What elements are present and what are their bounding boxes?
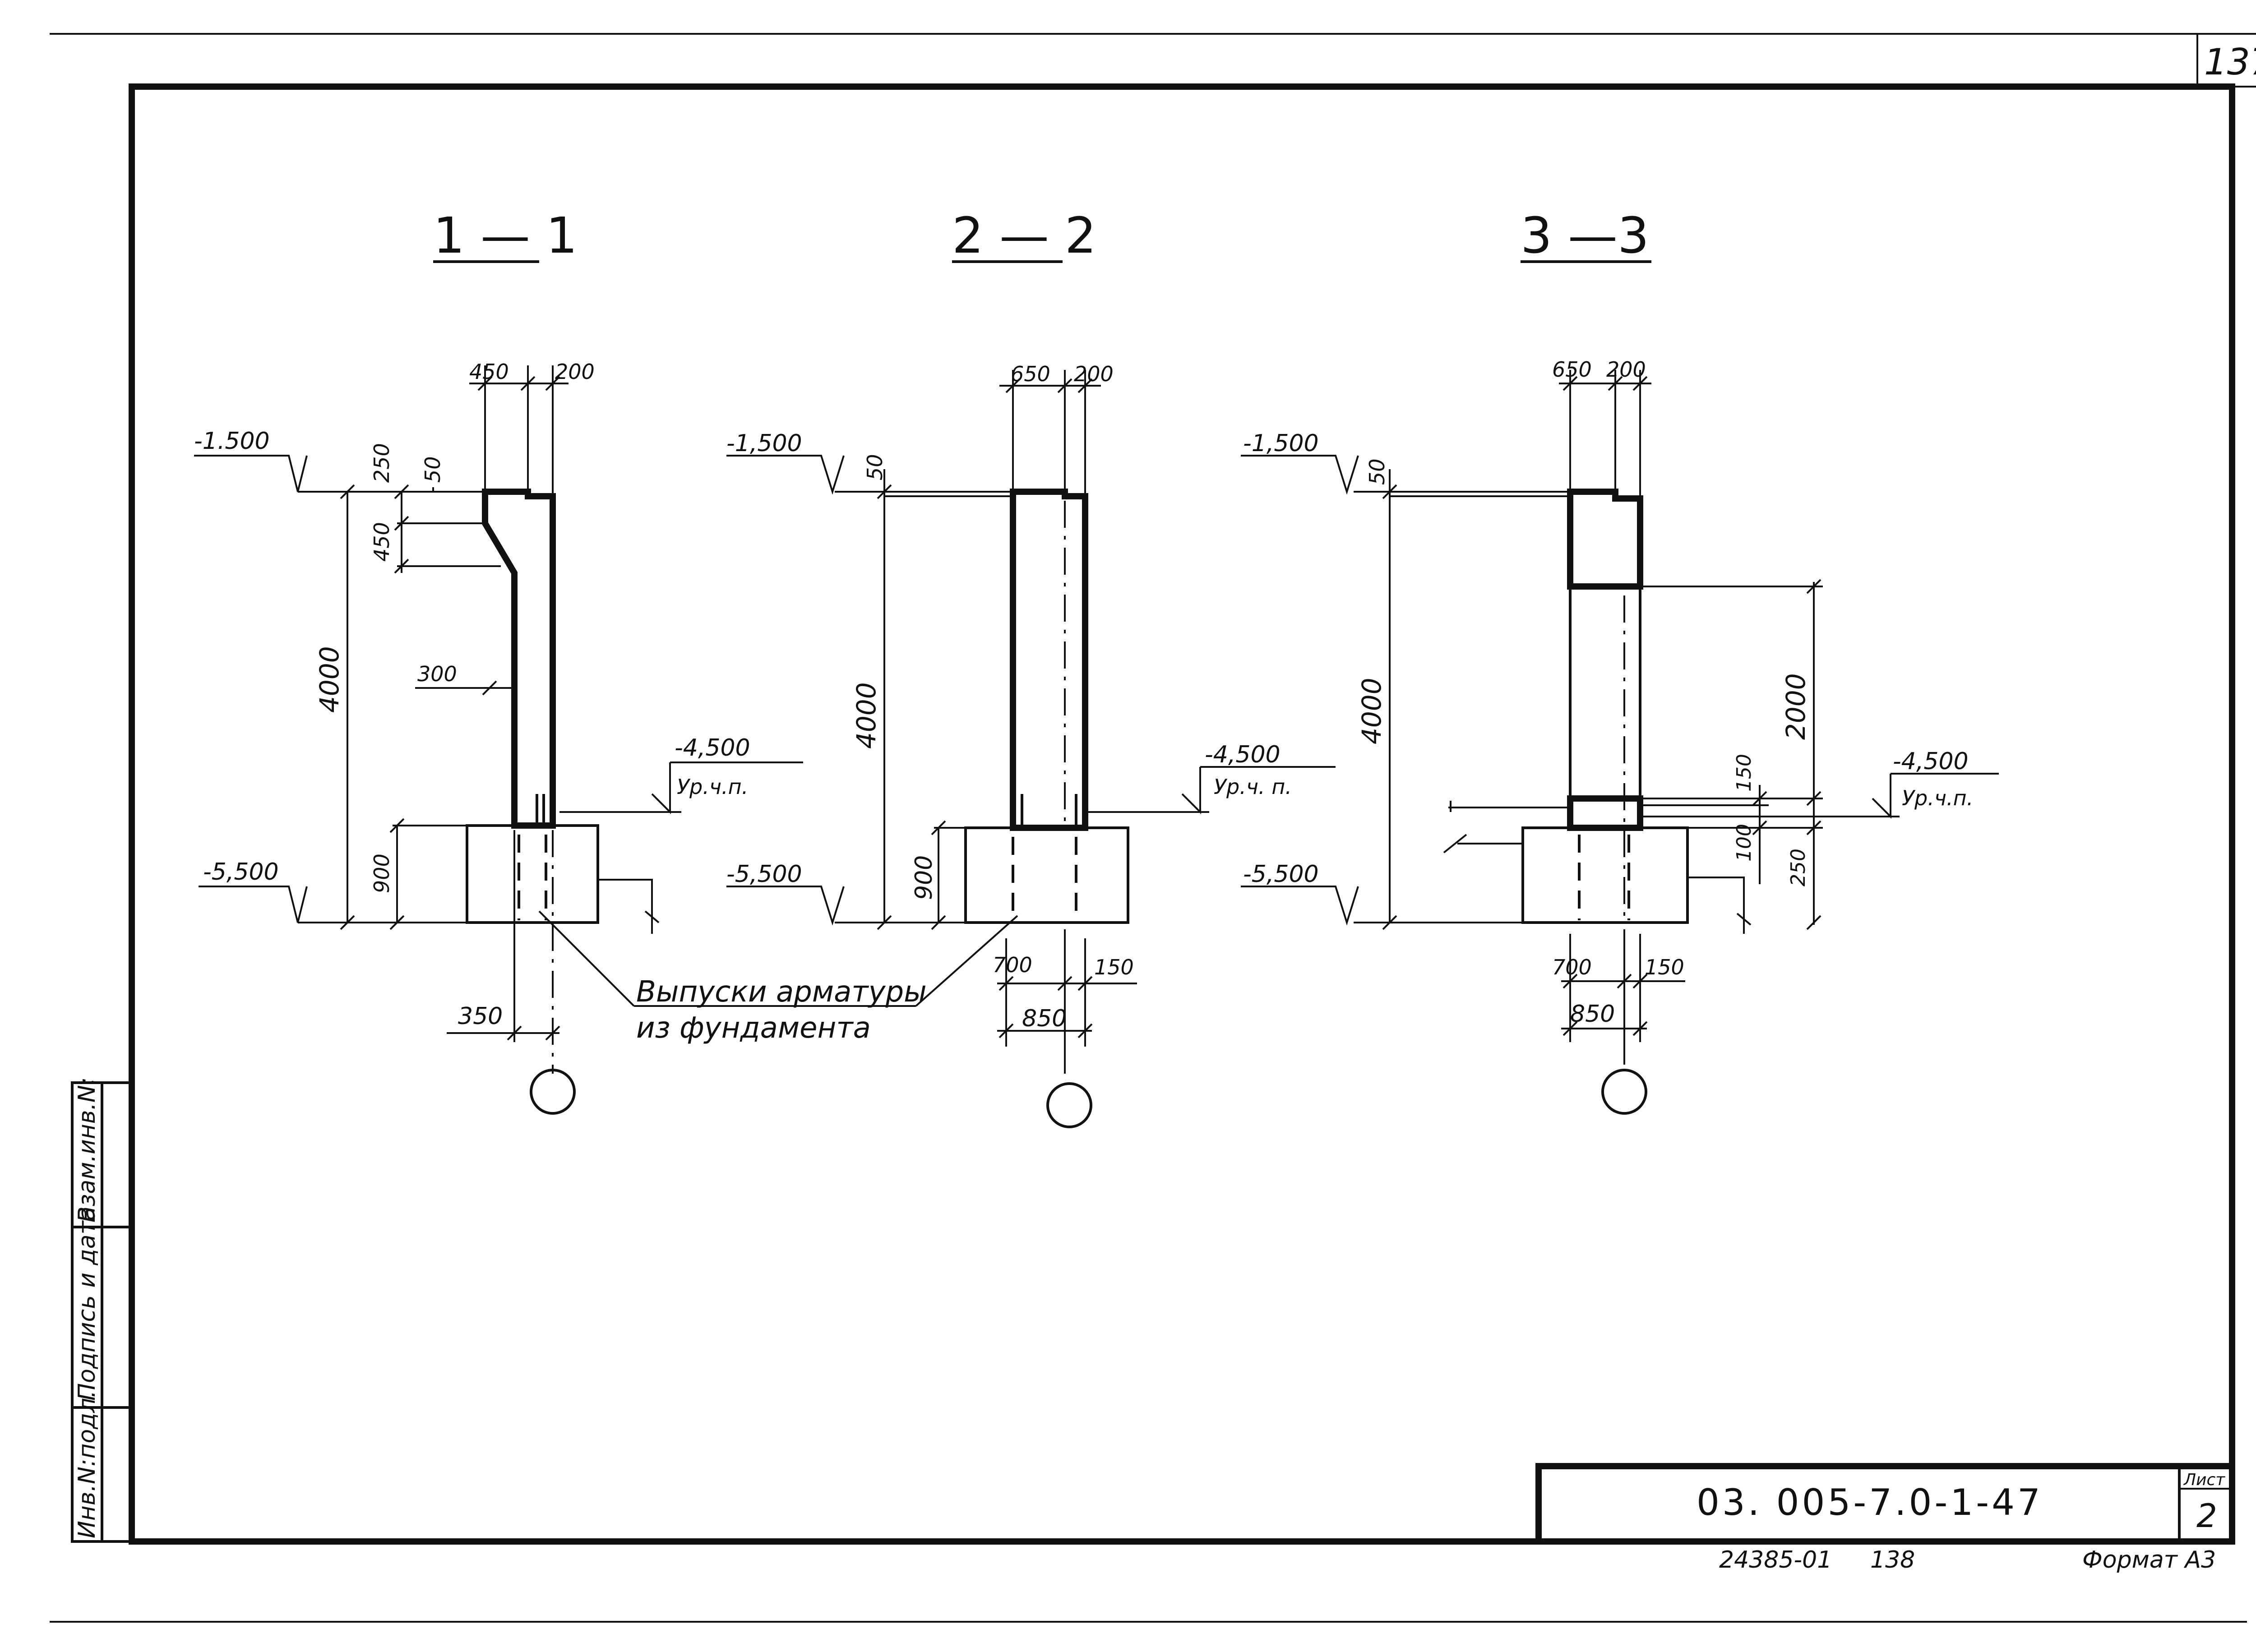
s1-dim-top-left: 450 [469, 360, 509, 384]
s2-dim-850: 850 [1022, 1005, 1067, 1032]
sheet-frame [50, 33, 2256, 1623]
stamp-inv-podl: Инв.N:подл. [74, 1390, 101, 1538]
s3-dim-850: 850 [1570, 1001, 1615, 1028]
s1-dim-top-right: 200 [555, 360, 595, 384]
archive-page: 138 [1870, 1546, 1915, 1574]
s1-dim-4000: 4000 [314, 646, 345, 713]
s1-elev-top: -1.500 [194, 428, 270, 455]
stamp-podpis-data: Подпись и дата [74, 1206, 101, 1401]
s1-dim-900: 900 [370, 854, 394, 893]
section-1-title: 1 — 1 [433, 207, 578, 264]
s2-dim-150: 150 [1094, 955, 1134, 979]
s3-elev-bottom: -5,500 [1243, 861, 1319, 888]
side-stamp [71, 1081, 133, 1543]
s3-dim-top-right: 200 [1606, 357, 1646, 382]
doc-code: 03. 005-7.0-1-47 [1697, 1481, 2043, 1523]
s1-dim-450: 450 [370, 522, 394, 562]
s3-dim-2000: 2000 [1780, 673, 1811, 740]
callout-line2: из фундамента [636, 1011, 871, 1045]
s2-dim-900: 900 [911, 855, 938, 900]
section-2-drawing: 2 — 2 [726, 207, 1336, 1128]
s2-elev-floor: -4,500 [1205, 741, 1281, 768]
s1-floor-label: Ур.ч.п. [677, 775, 748, 799]
s3-dim-100: 100 [1733, 824, 1756, 862]
stamp-vzam-inv: Взам.инв.N: [74, 1077, 101, 1223]
s2-dim-50: 50 [863, 454, 887, 480]
s2-dim-4000: 4000 [851, 682, 882, 749]
s2-dim-top-left: 650 [1011, 362, 1050, 386]
s2-elev-bottom: -5,500 [726, 861, 802, 888]
section-3-drawing: 3 —3 [1241, 207, 1999, 1115]
sheet-number: 2 [2196, 1497, 2217, 1535]
s2-elev-top: -1,500 [726, 430, 802, 457]
s1-elev-floor: -4,500 [675, 734, 750, 761]
callout-line1: Выпуски арматуры [636, 975, 927, 1009]
section-1-drawing: 1 — 1 [194, 207, 916, 1115]
s1-dim-350: 350 [458, 1003, 503, 1030]
s3-elev-top: -1,500 [1243, 430, 1319, 457]
s2-dim-top-right: 200 [1074, 362, 1114, 386]
sheet-label: Лист [2183, 1471, 2225, 1489]
s3-dim-top-left: 650 [1552, 357, 1592, 382]
s3-dim-50: 50 [1365, 458, 1389, 485]
page-number: 137 [2204, 41, 2256, 83]
s3-dim-250: 250 [1787, 849, 1810, 886]
s1-dim-50: 50 [421, 456, 445, 483]
title-block [1535, 1463, 2235, 1545]
s2-dim-700: 700 [993, 953, 1032, 977]
s1-elev-bottom: -5,500 [203, 858, 279, 886]
s3-dim-150b: 150 [1645, 955, 1684, 979]
s3-dim-4000: 4000 [1356, 678, 1387, 744]
section-3-title: 3 —3 [1521, 207, 1649, 264]
section-2-title: 2 — 2 [952, 207, 1096, 264]
s3-elev-floor: -4,500 [1893, 748, 1969, 775]
s3-dim-150: 150 [1733, 754, 1756, 792]
s3-floor-label: Ур.ч.п. [1902, 786, 1973, 810]
format-label: Формат А3 [2082, 1546, 2216, 1574]
s1-dim-300: 300 [417, 662, 457, 686]
s1-dim-250: 250 [370, 443, 394, 483]
s2-floor-label: Ур.ч. п. [1214, 775, 1292, 799]
archive-number: 24385-01 [1719, 1546, 1832, 1574]
s3-dim-700: 700 [1552, 955, 1592, 979]
